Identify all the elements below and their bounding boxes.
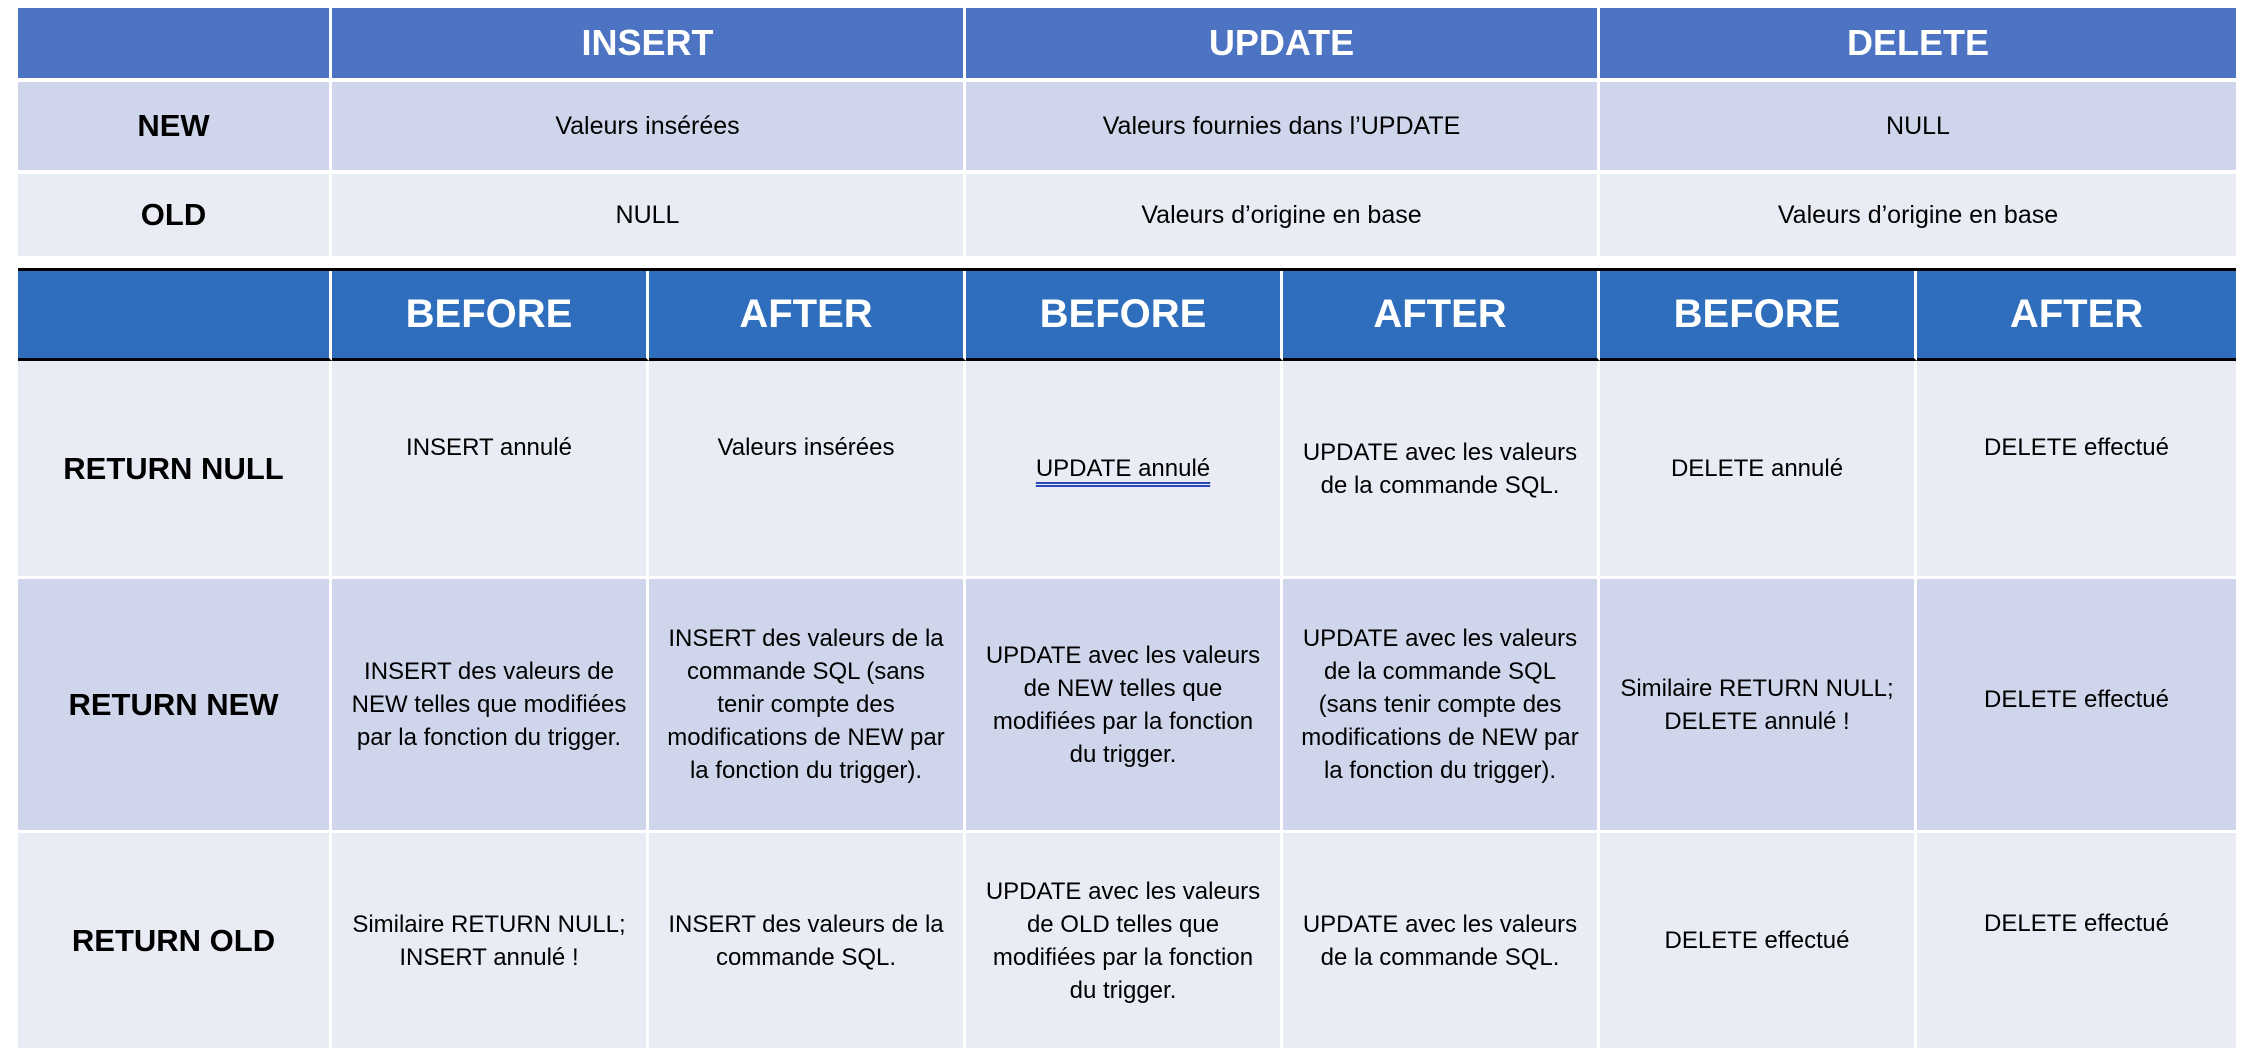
header-update-before: BEFORE bbox=[966, 271, 1283, 361]
table-cell: UPDATE avec les valeurs de la commande S… bbox=[1283, 361, 1600, 579]
table-cell: Valeurs d’origine en base bbox=[1600, 174, 2236, 260]
table-cell: Valeurs d’origine en base bbox=[966, 174, 1600, 260]
table-cell: Valeurs insérées bbox=[332, 82, 966, 174]
table-cell: Valeurs fournies dans l’UPDATE bbox=[966, 82, 1600, 174]
table-cell: NULL bbox=[1600, 82, 2236, 174]
row-label-return-old: RETURN OLD bbox=[18, 833, 332, 1051]
new-old-table: INSERT UPDATE DELETE NEW Valeurs insérée… bbox=[18, 8, 2236, 260]
header-delete-before: BEFORE bbox=[1600, 271, 1917, 361]
table-cell: INSERT des valeurs de la commande SQL (s… bbox=[649, 579, 966, 833]
row-label-old: OLD bbox=[18, 174, 332, 260]
table-cell: Similaire RETURN NULL; DELETE annulé ! bbox=[1600, 579, 1917, 833]
table-cell: UPDATE avec les valeurs de NEW telles qu… bbox=[966, 579, 1283, 833]
header-insert: INSERT bbox=[332, 8, 966, 82]
row-label-return-null: RETURN NULL bbox=[18, 361, 332, 579]
row-label-return-new: RETURN NEW bbox=[18, 579, 332, 833]
header-delete: DELETE bbox=[1600, 8, 2236, 82]
table-cell: UPDATE avec les valeurs de la commande S… bbox=[1283, 833, 1600, 1051]
header-delete-after: AFTER bbox=[1917, 271, 2236, 361]
table-cell: DELETE effectué bbox=[1917, 833, 2236, 1051]
header-update: UPDATE bbox=[966, 8, 1600, 82]
header-insert-after: AFTER bbox=[649, 271, 966, 361]
row-label-new: NEW bbox=[18, 82, 332, 174]
table-cell: NULL bbox=[332, 174, 966, 260]
table-cell: DELETE effectué bbox=[1917, 579, 2236, 833]
table-cell: UPDATE annulé bbox=[966, 361, 1283, 579]
table-cell: UPDATE avec les valeurs de la commande S… bbox=[1283, 579, 1600, 833]
update-annule-text: UPDATE annulé bbox=[1035, 455, 1211, 482]
table-cell: DELETE annulé bbox=[1600, 361, 1917, 579]
table-cell: INSERT annulé bbox=[332, 361, 649, 579]
return-behavior-table: BEFORE AFTER BEFORE AFTER BEFORE AFTER R… bbox=[18, 268, 2236, 1051]
header-corner bbox=[18, 271, 332, 361]
table-cell: UPDATE avec les valeurs de OLD telles qu… bbox=[966, 833, 1283, 1051]
table-cell: INSERT des valeurs de la commande SQL. bbox=[649, 833, 966, 1051]
table-cell: INSERT des valeurs de NEW telles que mod… bbox=[332, 579, 649, 833]
header-update-after: AFTER bbox=[1283, 271, 1600, 361]
header-corner bbox=[18, 8, 332, 82]
table-cell: Valeurs insérées bbox=[649, 361, 966, 579]
header-insert-before: BEFORE bbox=[332, 271, 649, 361]
table-cell: DELETE effectué bbox=[1600, 833, 1917, 1051]
table-cell: DELETE effectué bbox=[1917, 361, 2236, 579]
table-cell: Similaire RETURN NULL; INSERT annulé ! bbox=[332, 833, 649, 1051]
